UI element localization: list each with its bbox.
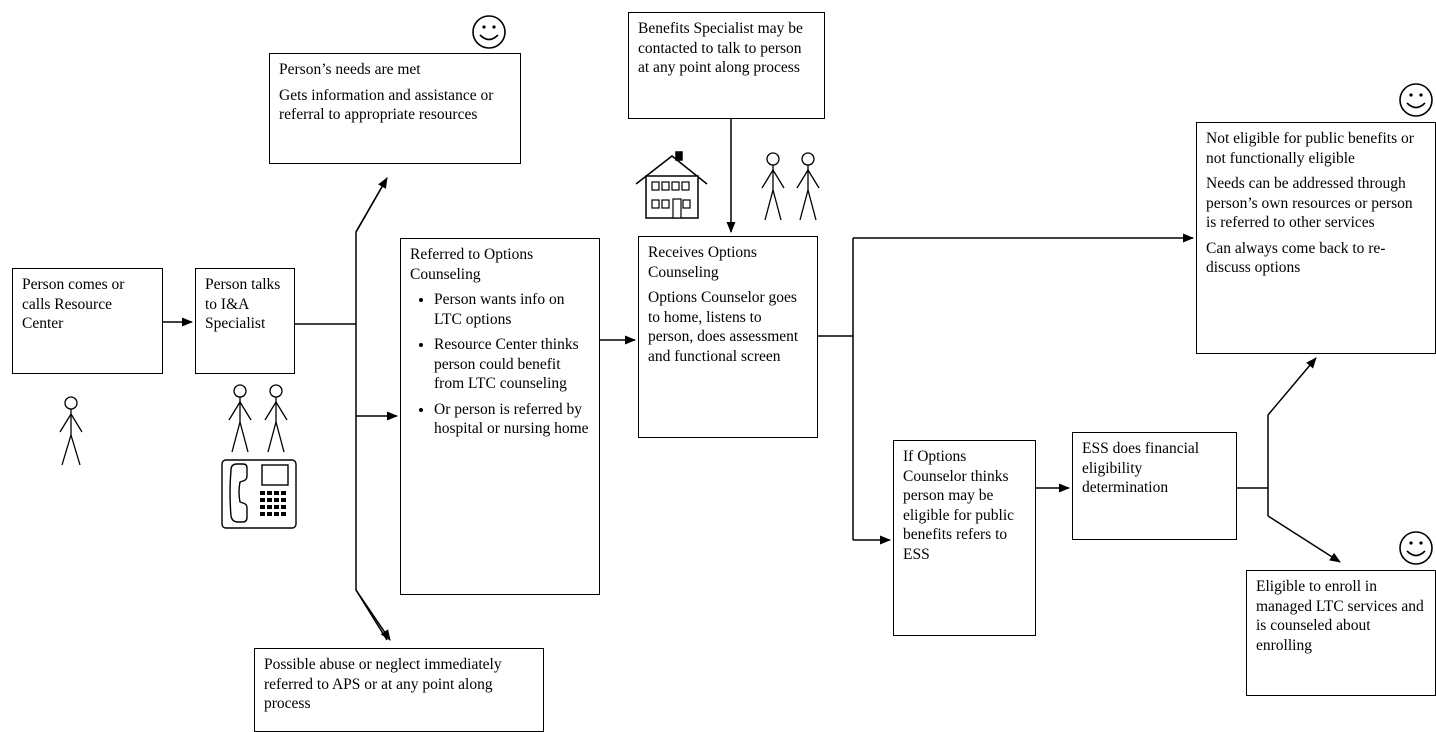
box-ess-text: ESS does financial eligibility determina…: [1082, 440, 1200, 496]
box-talks: Person talks to I&A Specialist: [195, 268, 295, 374]
box-needs-met: Person’s needs are met Gets information …: [269, 53, 521, 164]
box-referred: Referred to Options Counseling Person wa…: [400, 238, 600, 595]
smiley-icon: [472, 15, 506, 49]
box-if-eligible-text: If Options Counselor thinks person may b…: [903, 448, 1015, 563]
box-benefits-text: Benefits Specialist may be contacted to …: [638, 20, 803, 76]
arrow-to-not-eligible-box: [1267, 357, 1317, 416]
box-referred-title: Referred to Options Counseling: [410, 246, 534, 283]
box-not-eligible-line: Can always come back to re-discuss optio…: [1206, 239, 1386, 277]
arrow-to-needs-met: [355, 177, 388, 233]
stick-figure-icon: [796, 152, 820, 221]
box-start: Person comes or calls Resource Center: [12, 268, 163, 374]
box-talks-text: Person talks to I&A Specialist: [205, 276, 281, 332]
stick-figure-icon: [228, 384, 252, 453]
box-referred-bullets: Person wants info on LTC options Resourc…: [410, 290, 590, 439]
bullet-item: Person wants info on LTC options: [434, 290, 590, 329]
box-eligible: Eligible to enroll in managed LTC servic…: [1246, 570, 1436, 696]
connector-branch-vertical: [355, 177, 388, 641]
box-if-eligible: If Options Counselor thinks person may b…: [893, 440, 1036, 636]
box-not-eligible-line: Needs can be addressed through person’s …: [1206, 175, 1413, 231]
box-abuse: Possible abuse or neglect immediately re…: [254, 648, 544, 732]
box-start-text: Person comes or calls Resource Center: [22, 276, 125, 332]
stick-figure-icon: [761, 152, 785, 221]
box-needs-met-detail: Gets information and assistance or refer…: [279, 86, 494, 124]
stick-figure-icon: [59, 396, 83, 466]
telephone-icon: [221, 459, 297, 529]
bullet-item: Or person is referred by hospital or nur…: [434, 400, 590, 439]
arrow-to-eligible-box: [1267, 515, 1341, 563]
box-ess: ESS does financial eligibility determina…: [1072, 432, 1237, 540]
stick-figure-icon: [264, 384, 288, 453]
box-eligible-text: Eligible to enroll in managed LTC servic…: [1256, 578, 1424, 654]
arrow-to-abuse: [355, 589, 391, 641]
box-receives-title: Receives Options Counseling: [648, 244, 757, 281]
box-not-eligible-line: Not eligible for public benefits or not …: [1206, 130, 1414, 167]
box-receives: Receives Options Counseling Options Coun…: [638, 236, 818, 438]
box-benefits: Benefits Specialist may be contacted to …: [628, 12, 825, 119]
smiley-icon: [1399, 531, 1433, 565]
box-abuse-text: Possible abuse or neglect immediately re…: [264, 656, 502, 712]
box-receives-detail: Options Counselor goes to home, listens …: [648, 289, 799, 365]
house-icon: [635, 151, 708, 219]
bullet-item: Resource Center thinks person could bene…: [434, 335, 590, 394]
smiley-icon: [1399, 83, 1433, 117]
box-needs-met-title: Person’s needs are met: [279, 61, 421, 78]
box-not-eligible: Not eligible for public benefits or not …: [1196, 122, 1436, 354]
